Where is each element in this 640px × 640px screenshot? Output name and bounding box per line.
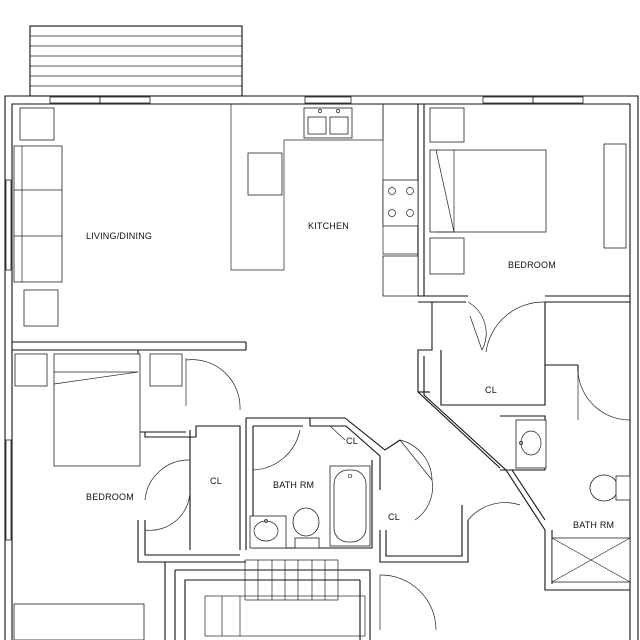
bath-center-fixtures (249, 465, 371, 549)
label-living-dining: LIVING/DINING (86, 231, 152, 241)
balcony-deck (29, 25, 243, 97)
label-closet-right: CL (485, 385, 497, 395)
bedroom-right-furniture (429, 107, 627, 275)
bedroom-left-furniture (13, 353, 183, 640)
doors (144, 301, 631, 631)
living-furniture (13, 107, 283, 327)
label-closet-hall: CL (388, 512, 400, 522)
label-kitchen: KITCHEN (308, 221, 349, 231)
label-bedroom-left: BEDROOM (86, 492, 134, 502)
label-bath-right: BATH RM (573, 520, 614, 530)
label-closet-bath: CL (346, 436, 358, 446)
stair (204, 559, 366, 637)
kitchen-counters (230, 104, 419, 297)
exterior-walls (4, 95, 639, 640)
room-labels: LIVING/DINING KITCHEN BEDROOM CL CL CL B… (86, 221, 614, 530)
label-closet-left: CL (210, 476, 222, 486)
label-bedroom-right: BEDROOM (508, 260, 556, 270)
windows (5, 96, 584, 541)
label-bath-center: BATH RM (273, 480, 314, 490)
bath-right-fixtures (515, 419, 631, 583)
